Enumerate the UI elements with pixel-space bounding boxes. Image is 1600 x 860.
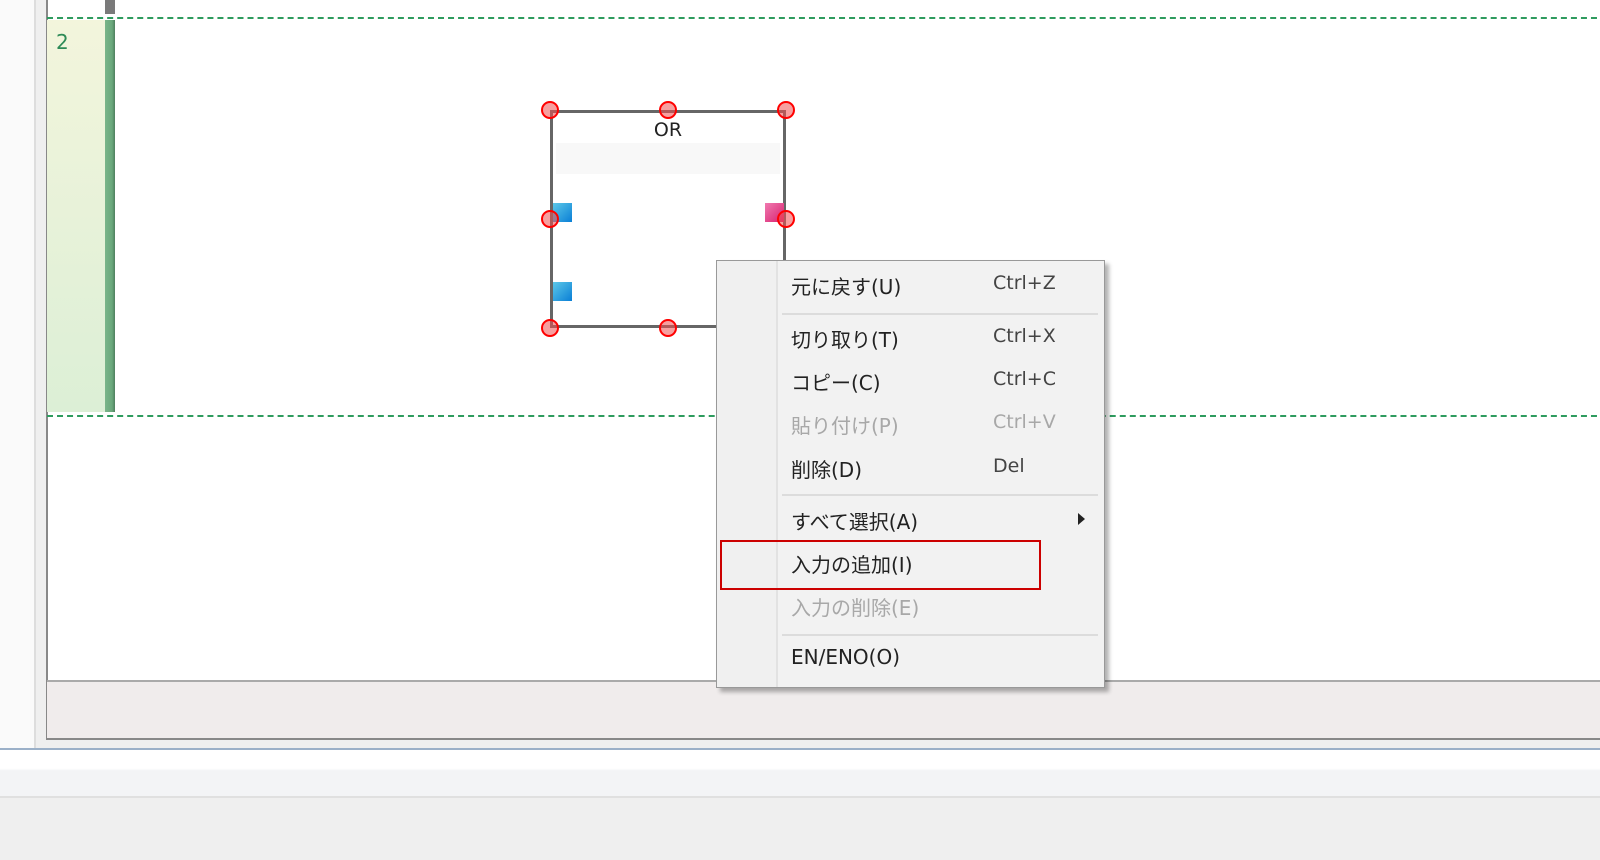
rung-number: 2: [56, 30, 69, 54]
input-pin-2[interactable]: [553, 282, 572, 301]
rung-boundary-top: [47, 17, 1600, 19]
menu-item-select-all[interactable]: すべて選択(A): [717, 498, 1104, 538]
resize-handle-top-left[interactable]: [541, 101, 559, 119]
block-type-label: OR: [653, 119, 683, 141]
menu-item-cut[interactable]: 切り取り(T) Ctrl+X: [717, 316, 1104, 356]
highlight-box: [720, 540, 1041, 590]
menu-item-shortcut: Ctrl+X: [993, 325, 1056, 347]
menu-item-label: EN/ENO(O): [791, 645, 901, 669]
menu-item-label: 削除(D): [791, 458, 863, 482]
submenu-arrow-icon: [1078, 513, 1085, 525]
resize-handle-right[interactable]: [777, 210, 795, 228]
menu-item-en-eno[interactable]: EN/ENO(O): [717, 637, 1104, 677]
or-function-block[interactable]: OR: [550, 110, 786, 328]
menu-separator: [782, 494, 1098, 496]
menu-item-add-input[interactable]: 入力の追加(I): [717, 541, 1104, 581]
status-bar: [0, 750, 1600, 798]
menu-icon-gutter: [717, 261, 778, 687]
resize-handle-bottom-left[interactable]: [541, 319, 559, 337]
menu-item-undo[interactable]: 元に戻す(U) Ctrl+Z: [717, 263, 1104, 303]
editor-footer-strip: [47, 680, 1600, 738]
menu-item-shortcut: Del: [993, 455, 1025, 477]
resize-handle-top[interactable]: [659, 101, 677, 119]
resize-handle-top-right[interactable]: [777, 101, 795, 119]
block-instance-band: [556, 143, 780, 174]
menu-item-label: 入力の追加(I): [791, 553, 913, 577]
menu-separator: [782, 313, 1098, 315]
context-menu: 元に戻す(U) Ctrl+Z 切り取り(T) Ctrl+X コピー(C) Ctrl+C…: [716, 260, 1105, 688]
resize-handle-bottom[interactable]: [659, 319, 677, 337]
menu-item-copy[interactable]: コピー(C) Ctrl+C: [717, 359, 1104, 399]
rung-number-column: 2: [47, 20, 105, 412]
menu-item-label: コピー(C): [791, 371, 881, 395]
menu-item-shortcut: Ctrl+Z: [993, 272, 1056, 294]
divider: [0, 748, 1600, 750]
menu-item-label: 切り取り(T): [791, 328, 899, 352]
power-rail: [105, 20, 115, 412]
power-rail-previous: [105, 0, 115, 14]
menu-item-paste: 貼り付け(P) Ctrl+V: [717, 402, 1104, 442]
menu-item-shortcut: Ctrl+C: [993, 368, 1056, 390]
menu-item-label: すべて選択(A): [791, 510, 919, 534]
menu-item-delete[interactable]: 削除(D) Del: [717, 446, 1104, 486]
left-panel: [0, 0, 36, 755]
menu-item-label: 貼り付け(P): [791, 414, 899, 438]
menu-item-label: 元に戻す(U): [791, 275, 902, 299]
resize-handle-left[interactable]: [541, 210, 559, 228]
menu-separator: [782, 634, 1098, 636]
menu-item-remove-input: 入力の削除(E): [717, 584, 1104, 624]
menu-item-label: 入力の削除(E): [791, 596, 920, 620]
menu-item-shortcut: Ctrl+V: [993, 411, 1056, 433]
